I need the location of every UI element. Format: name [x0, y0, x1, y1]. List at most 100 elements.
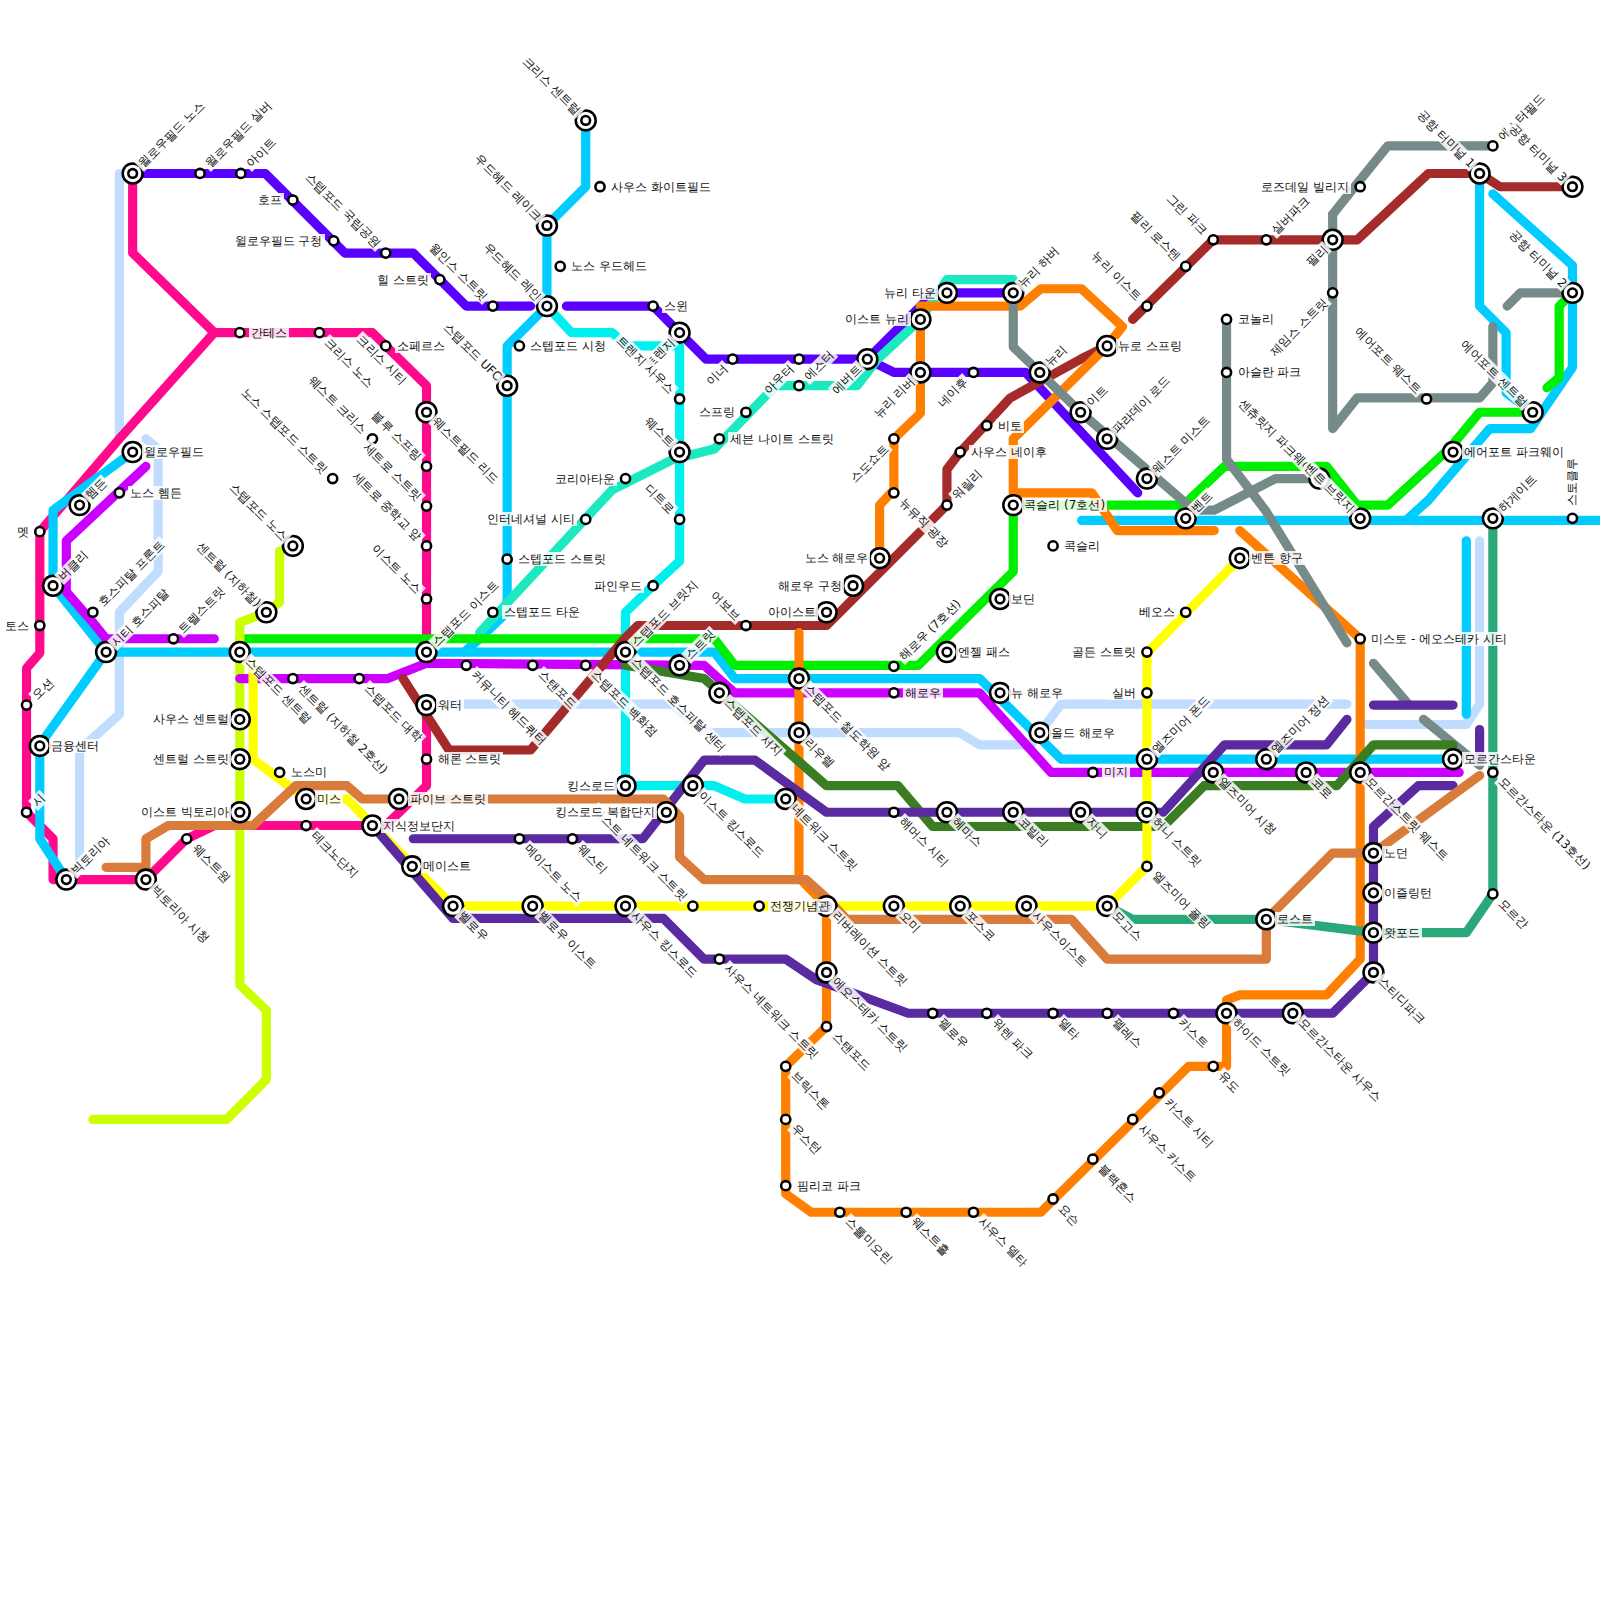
station-marker — [1010, 502, 1016, 508]
station-marker — [891, 903, 897, 909]
station-marker — [581, 661, 590, 670]
station-label: 올드 해로우 — [1049, 726, 1117, 740]
station-label: 파이브 스트릿 — [408, 792, 488, 806]
metro-line — [115, 173, 124, 438]
metro-line — [1462, 541, 1471, 714]
station-label: 미스 — [315, 792, 343, 806]
station-marker — [229, 708, 251, 730]
station-marker — [917, 369, 923, 375]
station-marker — [1569, 184, 1575, 190]
station-marker — [909, 308, 931, 330]
station-label: 테크노단지 — [307, 827, 362, 882]
station-label: 허니 스트릿 — [1148, 813, 1206, 871]
station-marker — [1104, 436, 1110, 442]
station-marker — [367, 820, 378, 831]
station-marker — [35, 621, 44, 630]
station-marker — [1444, 751, 1461, 768]
station-label: 스텝포드 UFC — [440, 318, 506, 384]
station-marker — [1328, 288, 1337, 297]
station-marker — [541, 301, 552, 312]
station-label: 필리 — [1302, 241, 1332, 271]
station-marker — [130, 449, 136, 455]
station-marker — [793, 727, 804, 738]
station-label: 웨스트원 — [188, 840, 235, 887]
station-label: 노스미 — [289, 765, 329, 779]
station-marker — [877, 555, 883, 561]
station-marker — [261, 607, 272, 618]
station-marker — [577, 112, 594, 129]
station-label: 간테스 — [249, 326, 289, 340]
station-label: 모르간스타운 — [1462, 752, 1538, 766]
station-marker — [301, 793, 312, 804]
station-marker — [63, 877, 69, 883]
station-label: 노던 — [1382, 846, 1410, 860]
station-label: 웨스트 — [640, 413, 678, 451]
station-label: 소페르스 — [395, 339, 447, 353]
station-marker — [1088, 768, 1097, 777]
station-marker — [675, 394, 684, 403]
station-marker — [1169, 1009, 1178, 1018]
station-label: 아이트 — [242, 134, 280, 172]
station-label: 해론 스트릿 — [436, 752, 504, 766]
station-marker — [1209, 1062, 1218, 1071]
station-label: 스톨미오린 — [841, 1213, 896, 1268]
station-marker — [1488, 768, 1497, 777]
station-label: 뉴 해로우 — [1009, 686, 1065, 700]
station-marker — [1144, 809, 1150, 815]
station-marker — [889, 434, 898, 443]
station-marker — [580, 115, 591, 126]
station-label: 스탠포드 — [828, 1028, 875, 1075]
station-marker — [237, 649, 243, 655]
station-marker — [1128, 1115, 1137, 1124]
station-marker — [1450, 449, 1456, 455]
station-marker — [229, 801, 251, 823]
station-marker — [714, 687, 725, 698]
station-label: 모르간 — [1494, 895, 1532, 933]
station-marker — [1141, 473, 1152, 484]
station-marker — [583, 117, 589, 123]
station-label: 코빌리 — [1014, 813, 1052, 851]
station-marker — [941, 287, 952, 298]
station-label: 필리 로스텐 — [1127, 207, 1185, 265]
station-marker — [1102, 433, 1113, 444]
station-label: 노스 우드헤드 — [569, 259, 649, 273]
station-marker — [423, 409, 429, 415]
station-marker — [101, 646, 112, 657]
station-marker — [423, 649, 429, 655]
station-label: 스텝포드 시청 — [528, 339, 608, 353]
station-marker — [944, 290, 950, 296]
station-marker — [850, 583, 856, 589]
metro-line — [106, 120, 586, 652]
station-marker — [1008, 499, 1019, 510]
station-marker — [1368, 927, 1379, 938]
station-label: 아슬란 파크 — [1236, 365, 1304, 379]
station-label: 디트로 — [640, 480, 678, 518]
station-label: 아이스트 — [766, 605, 818, 619]
station-marker — [1021, 901, 1032, 912]
station-label: 아우터 — [760, 360, 798, 398]
station-marker — [231, 751, 248, 768]
station-marker — [1422, 394, 1431, 403]
station-label: 포스코 — [961, 907, 999, 945]
station-marker — [997, 690, 1003, 696]
station-marker — [130, 170, 136, 176]
station-marker — [663, 809, 669, 815]
station-label: 사우스 네이후 — [969, 445, 1049, 459]
station-marker — [1141, 754, 1152, 765]
station-marker — [715, 955, 724, 964]
station-label: 노스 스텝포드 스트릿 — [237, 383, 331, 477]
station-marker — [994, 593, 1005, 604]
station-label: 웨스티 — [573, 840, 611, 878]
station-label: 윌로우필드 — [142, 445, 206, 459]
station-marker — [969, 368, 978, 377]
station-marker — [821, 967, 832, 978]
station-marker — [1261, 914, 1272, 925]
station-marker — [234, 754, 245, 765]
station-label: 윌로우필드 실버 — [201, 98, 276, 173]
station-marker — [661, 807, 672, 818]
station-label: 벨로우 — [454, 907, 492, 945]
metro-line — [80, 173, 1480, 867]
station-marker — [991, 684, 1008, 701]
station-marker — [1365, 884, 1382, 901]
